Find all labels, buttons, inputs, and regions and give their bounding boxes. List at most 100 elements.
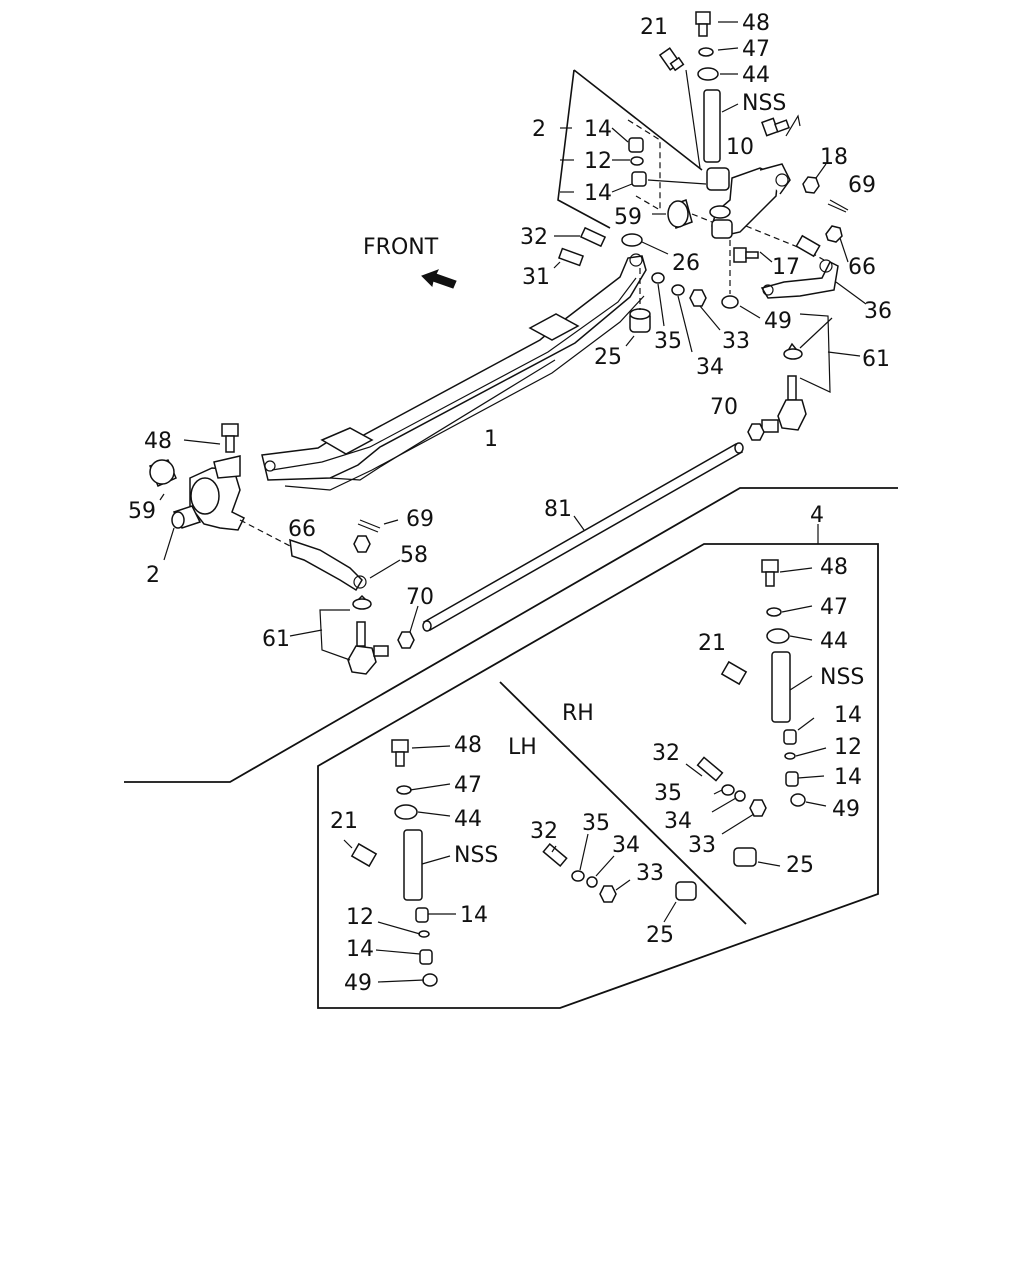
label-nss-top: NSS: [742, 91, 786, 116]
label-70-left: 70: [406, 585, 434, 610]
grease-fitting-31: [557, 247, 585, 267]
label-81: 81: [544, 497, 572, 522]
kingpin-right: [703, 89, 721, 163]
washer-26: [621, 233, 643, 247]
label-31: 31: [522, 265, 550, 290]
rh-lh-separator: [499, 681, 747, 925]
label-44-top: 44: [742, 63, 770, 88]
divider-line: [124, 487, 898, 783]
lh-label-35: 35: [582, 811, 610, 836]
group-bracket-2: [557, 69, 703, 229]
label-21-top: 21: [640, 15, 668, 40]
rh-label-nss: NSS: [820, 665, 864, 690]
label-58: 58: [400, 543, 428, 568]
lh-label-21: 21: [330, 809, 358, 834]
label-33-top: 33: [722, 329, 750, 354]
lh-label-32: 32: [530, 819, 558, 844]
label-32-top: 32: [520, 225, 548, 250]
rh-label-35: 35: [654, 781, 682, 806]
pin-32-top: [579, 226, 607, 248]
label-66-left: 66: [288, 517, 316, 542]
kit-4-box: [317, 543, 879, 1009]
label-1: 1: [484, 427, 498, 452]
bushing-59-top: [667, 199, 693, 229]
rh-label-33: 33: [688, 833, 716, 858]
lh-label-44: 44: [454, 807, 482, 832]
grease-nipple-21-top: [658, 47, 685, 72]
label-69-top: 69: [848, 173, 876, 198]
label-34-top: 34: [696, 355, 724, 380]
front-direction-label: FRONT: [363, 235, 439, 260]
nut-70-left: [397, 631, 415, 649]
rh-label-47: 47: [820, 595, 848, 620]
label-rh: RH: [562, 701, 594, 726]
label-69-left: 69: [406, 507, 434, 532]
label-48-left: 48: [144, 429, 172, 454]
label-lh: LH: [508, 735, 537, 760]
rh-label-48: 48: [820, 555, 848, 580]
label-2-top: 2: [532, 117, 546, 142]
front-arrow-icon: [421, 269, 457, 289]
label-70-right: 70: [710, 395, 738, 420]
label-17: 17: [772, 255, 800, 280]
axle-beam: [261, 253, 647, 491]
label-61-left: 61: [262, 627, 290, 652]
bushing-49-top: [721, 295, 739, 309]
tie-rod-end-61-left: [347, 594, 389, 675]
lh-label-48: 48: [454, 733, 482, 758]
label-2-left: 2: [146, 563, 160, 588]
rh-parts: [696, 559, 806, 867]
nut-18: [802, 176, 820, 194]
cotter-pin-69-top: [827, 199, 849, 213]
cap-44-top: [697, 67, 719, 81]
rh-label-34: 34: [664, 809, 692, 834]
steering-arm-58: [289, 538, 367, 592]
washer-35-top: [651, 272, 665, 284]
label-14-top-a: 14: [584, 117, 612, 142]
lh-label-34: 34: [612, 833, 640, 858]
bolt-10: [761, 117, 790, 137]
lh-parts: [350, 739, 697, 987]
label-10: 10: [726, 135, 754, 160]
rh-label-44: 44: [820, 629, 848, 654]
cotter-pin-69-left: [357, 519, 381, 533]
rh-label-49: 49: [832, 797, 860, 822]
knuckle-left: [171, 455, 246, 531]
nut-66-left: [353, 535, 371, 553]
washer-47-top: [698, 47, 714, 57]
lh-label-49: 49: [344, 971, 372, 996]
label-12-top: 12: [584, 149, 612, 174]
nut-70-right: [747, 423, 765, 441]
label-66-top: 66: [848, 255, 876, 280]
washer-34-top: [671, 284, 685, 296]
bushing-25-top: [629, 308, 651, 333]
knuckle-right: [706, 163, 791, 239]
rh-label-32: 32: [652, 741, 680, 766]
label-59-top: 59: [614, 205, 642, 230]
lh-label-12: 12: [346, 905, 374, 930]
rh-label-25: 25: [786, 853, 814, 878]
lh-label-33: 33: [636, 861, 664, 886]
label-group-4: 4: [810, 503, 824, 528]
bolt-48-top: [695, 11, 711, 37]
rh-label-12: 12: [834, 735, 862, 760]
rh-label-14b: 14: [834, 765, 862, 790]
lh-label-14b: 14: [346, 937, 374, 962]
bolt-17: [733, 247, 759, 263]
label-59-left: 59: [128, 499, 156, 524]
label-35-top: 35: [654, 329, 682, 354]
label-49-top: 49: [764, 309, 792, 334]
lh-label-47: 47: [454, 773, 482, 798]
rh-label-21: 21: [698, 631, 726, 656]
tie-rod-stud-top: [795, 234, 821, 258]
label-26: 26: [672, 251, 700, 276]
nut-66-top: [825, 225, 843, 243]
tie-rod-81: [422, 442, 744, 632]
bushing-59-left: [149, 459, 177, 488]
lh-label-nss: NSS: [454, 843, 498, 868]
nut-33-top: [689, 289, 707, 307]
label-36: 36: [864, 299, 892, 324]
bolt-48-left: [221, 423, 239, 453]
label-25-top: 25: [594, 345, 622, 370]
